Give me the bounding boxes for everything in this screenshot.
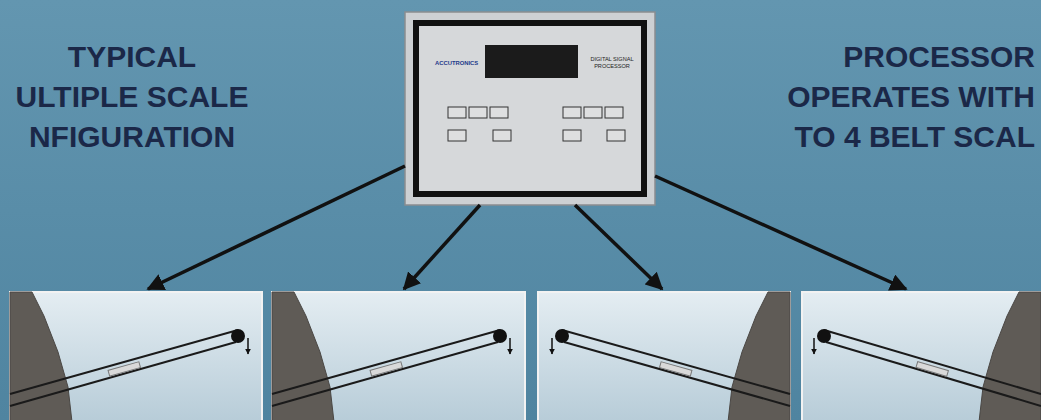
brand-logo: ACCUTRONICS [435,60,487,66]
belt-scale-picture [802,292,1041,420]
belt-scale-picture [538,292,790,420]
belt-scale-picture [10,292,262,420]
belt-scale-picture [272,292,525,420]
keypad [448,107,625,141]
heading-text: TYPICAL ULTIPLE SCALE NFIGURATION [8,37,256,157]
heading-text: PROCESSOR OPERATES WITH TO 4 BELT SCAL [765,37,1035,157]
signal-arrows [148,166,906,289]
display [485,45,578,78]
processor-unit: ACCUTRONICS DIGITAL SIGNAL PROCESSOR [405,12,655,205]
processor-housing [405,12,655,205]
panel-caption: DIGITAL SIGNAL PROCESSOR [583,56,641,70]
